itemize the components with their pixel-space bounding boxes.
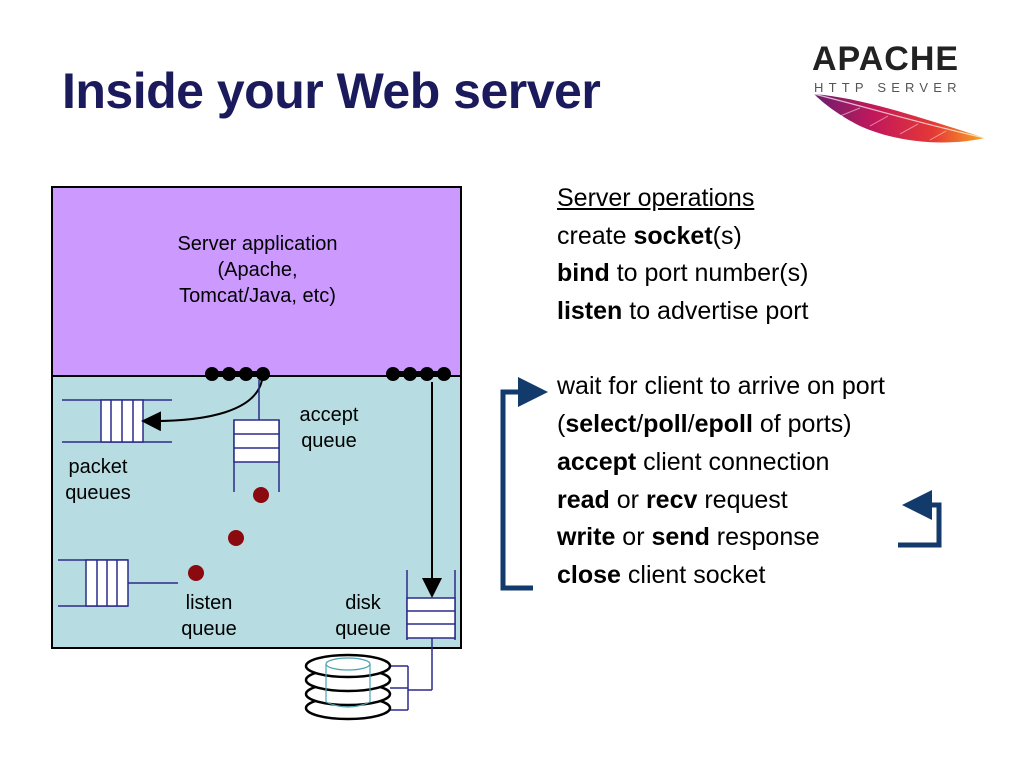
op-accept: accept client connection xyxy=(557,444,885,482)
op-text: / xyxy=(687,410,695,439)
op-wait: wait for client to arrive on port xyxy=(557,372,885,401)
op-keyword: recv xyxy=(645,485,698,514)
op-text: request xyxy=(697,485,788,514)
op-keyword: accept xyxy=(557,447,637,476)
logo-subtitle: HTTP SERVER xyxy=(814,80,962,95)
server-app-line-1: Server application xyxy=(177,233,338,255)
op-keyword: read xyxy=(557,485,610,514)
disk-stack-icon xyxy=(304,653,392,721)
op-keyword: listen xyxy=(557,297,623,326)
server-app-line-3: Tomcat/Java, etc) xyxy=(179,285,336,307)
op-listen: listen to advertise port xyxy=(557,293,885,331)
op-bind: bind to port number(s) xyxy=(557,255,885,293)
socket-dots-left xyxy=(205,367,270,381)
operations-heading: Server operations xyxy=(557,184,755,212)
apache-logo: APACHE HTTP SERVER xyxy=(800,40,1000,150)
op-spacer xyxy=(557,331,885,369)
packet-queues-label: packet queues xyxy=(50,454,146,506)
op-keyword: bind xyxy=(557,259,610,288)
packet-queue-top xyxy=(62,399,172,443)
slide-title: Inside your Web server xyxy=(62,63,601,119)
op-text: client socket xyxy=(620,560,766,589)
op-create-socket: create socket(s) xyxy=(557,218,885,256)
accept-queue-line-2: queue xyxy=(301,430,357,452)
op-keyword: epoll xyxy=(694,410,753,439)
op-keyword: send xyxy=(651,523,710,552)
packet-queues-line-1: packet xyxy=(68,456,128,478)
accept-queue-icon xyxy=(233,380,280,492)
disk-queue-line-2: queue xyxy=(335,618,391,640)
op-keyword: write xyxy=(557,523,616,552)
disk-queue-icon xyxy=(390,570,456,711)
op-text: / xyxy=(636,410,644,439)
server-app-line-2: (Apache, xyxy=(217,259,298,281)
listen-queue-label: listen queue xyxy=(161,590,257,642)
listen-queue-line-1: listen xyxy=(185,592,233,614)
op-keyword: poll xyxy=(643,410,688,439)
packet-queue-bottom xyxy=(58,559,178,607)
socket-dots-right xyxy=(386,367,451,381)
listen-queue-line-2: queue xyxy=(181,618,237,640)
op-text: to advertise port xyxy=(622,297,809,326)
op-keyword: select xyxy=(565,410,637,439)
op-read: read or recv request xyxy=(557,482,885,520)
disk-queue-line-1: disk xyxy=(345,592,381,614)
packet-queues-line-2: queues xyxy=(65,482,131,504)
op-text: client connection xyxy=(636,447,830,476)
op-text: create xyxy=(557,221,634,250)
op-text: to port number(s) xyxy=(609,259,809,288)
op-keyword: socket xyxy=(633,221,713,250)
logo-wordmark: APACHE xyxy=(812,40,960,78)
op-text: of ports) xyxy=(752,410,852,439)
accept-queue-label: accept queue xyxy=(281,402,377,454)
op-close: close client socket xyxy=(557,557,885,595)
op-keyword: close xyxy=(557,560,621,589)
server-operations-list: Server operations create socket(s) bind … xyxy=(557,180,885,595)
disk-queue-label: disk queue xyxy=(315,590,411,642)
op-write: write or send response xyxy=(557,519,885,557)
inner-loop-arrow xyxy=(898,490,942,548)
op-text: ( xyxy=(557,410,566,439)
op-text: or xyxy=(609,485,646,514)
op-text: (s) xyxy=(712,221,742,250)
op-select-poll: (select/poll/epoll of ports) xyxy=(557,406,885,444)
server-application-label: Server application (Apache, Tomcat/Java,… xyxy=(130,231,385,309)
outer-loop-arrow xyxy=(500,377,548,591)
ellipsis-dots xyxy=(188,487,269,581)
accept-queue-line-1: accept xyxy=(299,404,359,426)
op-text: response xyxy=(709,523,820,552)
feather-icon xyxy=(813,93,986,143)
op-text: or xyxy=(615,523,652,552)
server-application-region xyxy=(51,186,462,377)
